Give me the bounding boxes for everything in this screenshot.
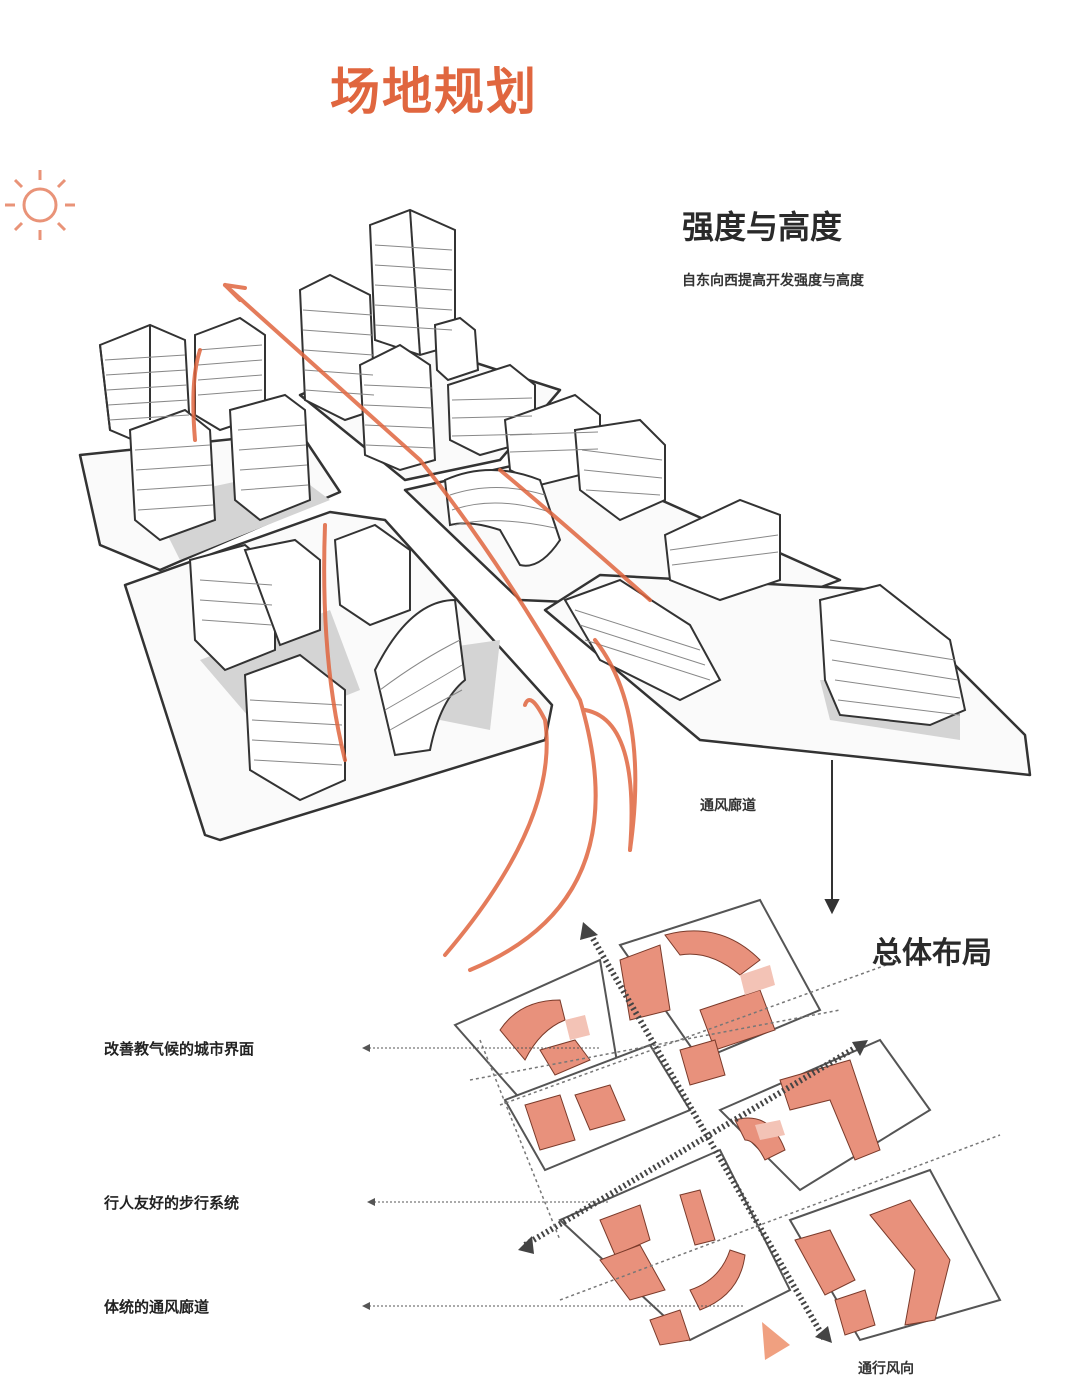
wind-arrow-5 xyxy=(322,523,347,762)
curved-block-sw-5 xyxy=(373,598,467,757)
wind-label: 通行风向 xyxy=(858,1361,914,1377)
east-west-axis xyxy=(523,1042,862,1248)
down-arrow-icon xyxy=(824,760,840,915)
wind-corridor-main xyxy=(223,283,598,972)
wind-arrow-3 xyxy=(583,708,634,852)
annotation-urban-interface: 改善教气候的城市界面 xyxy=(104,1040,255,1058)
annotation-pedestrian-system: 行人友好的步行系统 xyxy=(104,1194,240,1212)
block-sw-2 xyxy=(243,538,321,647)
block-se-1 xyxy=(563,578,722,702)
block-sw-4 xyxy=(333,523,411,627)
wind-arrow-6 xyxy=(191,348,202,442)
page-title: 场地规划 xyxy=(330,63,538,121)
left-arrow-icon xyxy=(362,1044,375,1310)
block-c-3 xyxy=(433,316,480,382)
block-c-6 xyxy=(573,418,666,522)
intensity-heading: 强度与高度 xyxy=(682,208,843,246)
block-c-2 xyxy=(358,343,437,472)
block-nw-3 xyxy=(128,408,217,542)
block-e-2 xyxy=(663,498,781,602)
north-south-axis xyxy=(585,928,828,1342)
intensity-subtitle: 自东向西提高开发强度与高度 xyxy=(682,273,864,289)
annotation-ventilation-corridor: 体统的通风廊道 xyxy=(104,1298,210,1316)
wind-arrow-2 xyxy=(443,698,549,957)
wind-arrow-7 xyxy=(498,468,652,602)
layout-heading: 总体布局 xyxy=(872,936,992,971)
wind-direction-marker xyxy=(762,1322,790,1360)
block-se-2 xyxy=(818,583,967,727)
ventilation-note: 通风廊道 xyxy=(700,798,756,814)
wind-arrow-4 xyxy=(593,638,638,852)
